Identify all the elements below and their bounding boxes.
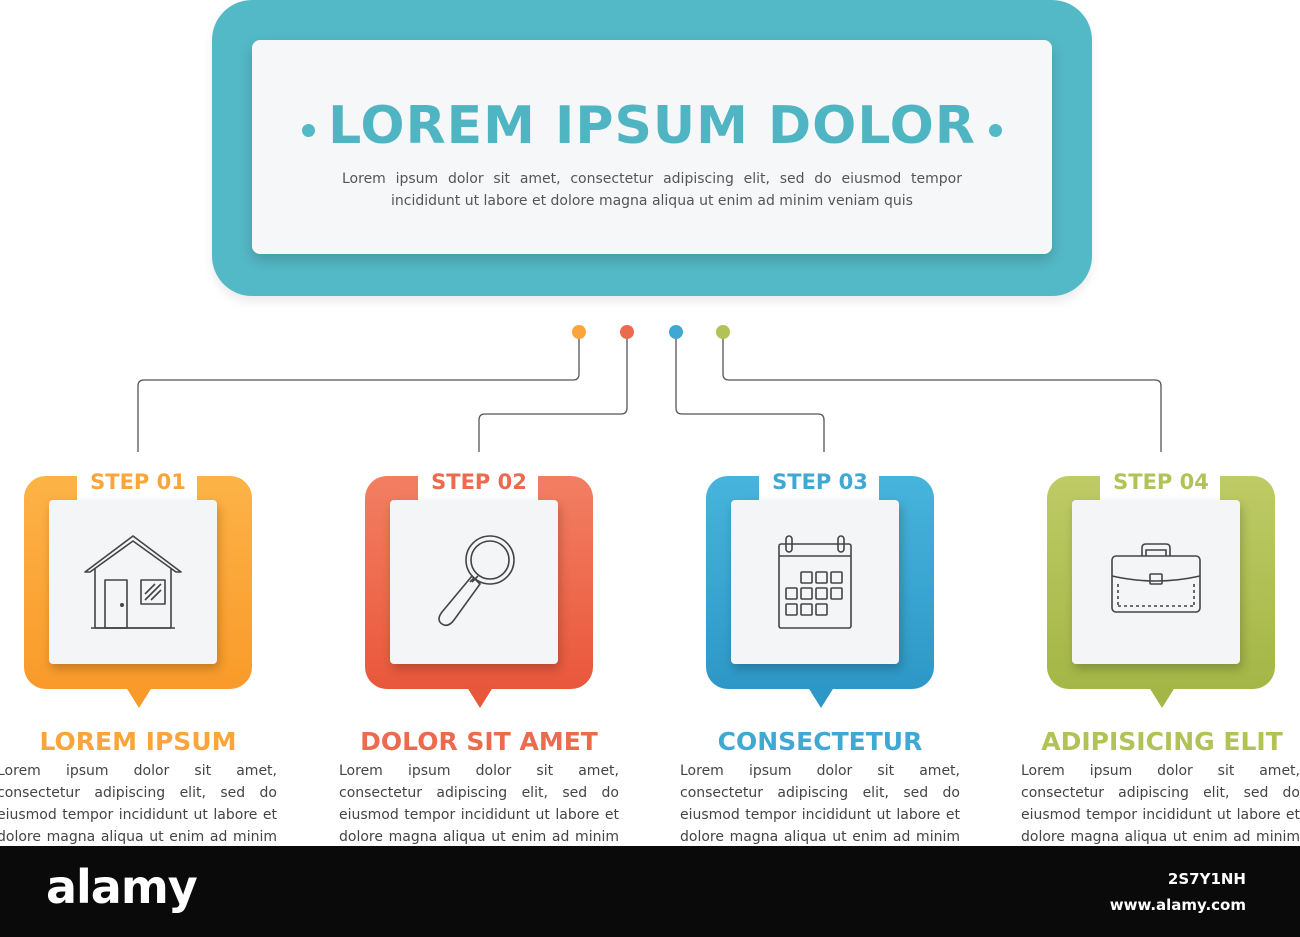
step-03-text: Lorem ipsum dolor sit amet, consectetur … bbox=[680, 763, 960, 867]
header-dot-left bbox=[302, 124, 315, 137]
step-01-heading: LOREM IPSUM bbox=[39, 727, 237, 756]
connector-dot-01 bbox=[572, 325, 586, 339]
header-text-line1: Lorem ipsum dolor sit amet, consectetur … bbox=[342, 171, 962, 187]
connector-step-03 bbox=[675, 332, 825, 452]
step-01-label: STEP 01 bbox=[90, 470, 186, 494]
step-04-tab bbox=[1100, 468, 1220, 502]
step-04-heading: ADIPISICING ELIT bbox=[1041, 727, 1283, 756]
connector-step-02 bbox=[478, 332, 628, 452]
step-01-card bbox=[49, 500, 217, 664]
step-04-card bbox=[1072, 500, 1240, 664]
house-icon bbox=[84, 535, 182, 629]
step-03-heading: CONSECTETUR bbox=[717, 727, 923, 756]
footer-logo: alamy bbox=[46, 860, 198, 914]
step-01: STEP 01 bbox=[24, 468, 252, 711]
step-02-card bbox=[390, 500, 558, 664]
step-01-tab bbox=[77, 468, 197, 502]
step-03-label: STEP 03 bbox=[772, 470, 868, 494]
header-text-line2: incididunt ut labore et dolore magna ali… bbox=[391, 193, 913, 209]
footer-image-id: 2S7Y1NH bbox=[1167, 870, 1246, 888]
footer-url: www.alamy.com bbox=[1109, 896, 1246, 914]
step-02-label: STEP 02 bbox=[431, 470, 527, 494]
header-dot-right bbox=[989, 124, 1002, 137]
step-04-label: STEP 04 bbox=[1113, 470, 1209, 494]
connector-dot-03 bbox=[669, 325, 683, 339]
magnifier-icon bbox=[438, 535, 515, 627]
step-04-pointer bbox=[1147, 684, 1177, 708]
watermark-footer: alamy 2S7Y1NH www.alamy.com bbox=[0, 846, 1300, 937]
connector-lines bbox=[137, 325, 1162, 452]
step-03-card bbox=[731, 500, 899, 664]
step-03-pointer bbox=[806, 684, 836, 708]
step-02: STEP 02 bbox=[365, 468, 593, 711]
calendar-icon bbox=[778, 535, 852, 629]
step-03: STEP 03 bbox=[706, 468, 934, 711]
step-01-text: Lorem ipsum dolor sit amet, consectetur … bbox=[0, 763, 277, 867]
connector-step-04 bbox=[722, 332, 1162, 452]
briefcase-icon bbox=[1111, 543, 1201, 613]
step-01-pointer bbox=[124, 684, 154, 708]
step-04: STEP 04 bbox=[1047, 468, 1275, 711]
step-02-tab bbox=[418, 468, 538, 502]
step-02-pointer bbox=[465, 684, 495, 708]
step-02-heading: DOLOR SIT AMET bbox=[360, 727, 598, 756]
step-04-text: Lorem ipsum dolor sit amet, consectetur … bbox=[1021, 763, 1300, 867]
connector-dot-04 bbox=[716, 325, 730, 339]
header-title: LOREM IPSUM DOLOR bbox=[328, 96, 976, 156]
connector-step-01 bbox=[137, 332, 580, 452]
connector-dot-02 bbox=[620, 325, 634, 339]
header-card: LOREM IPSUM DOLOR Lorem ipsum dolor sit … bbox=[252, 40, 1052, 254]
step-03-tab bbox=[759, 468, 879, 502]
